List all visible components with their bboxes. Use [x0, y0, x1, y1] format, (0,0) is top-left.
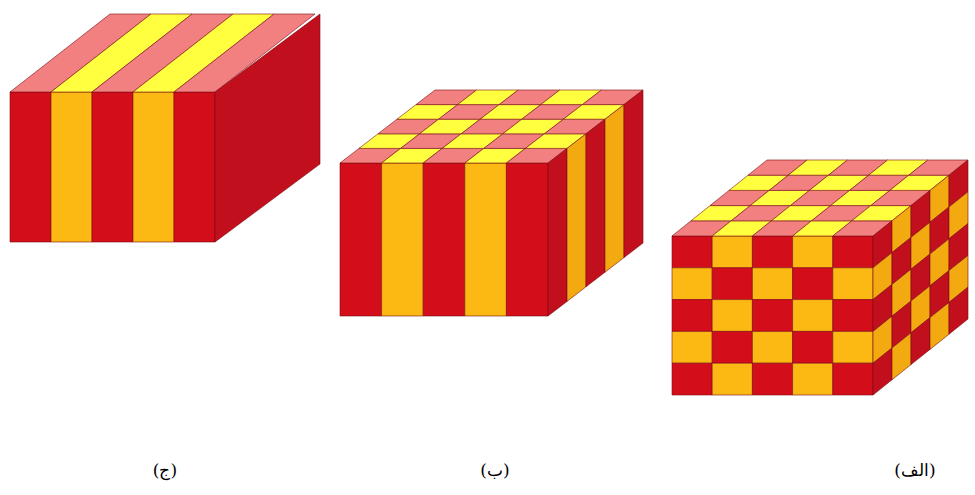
pattern-cell [793, 363, 833, 395]
pattern-cell [712, 300, 752, 332]
pattern-cell [672, 268, 712, 300]
pattern-cell [949, 287, 968, 334]
pattern-cell [833, 300, 873, 332]
pattern-cell [793, 300, 833, 332]
figure-label: (الف) [894, 460, 935, 480]
pattern-cell [465, 163, 507, 316]
pattern-cell [624, 90, 643, 258]
pattern-cell [793, 268, 833, 300]
pattern-cell [672, 363, 712, 395]
pattern-cell [833, 331, 873, 363]
pattern-cell [586, 119, 605, 287]
pattern-cell [911, 318, 930, 365]
pattern-cell [712, 331, 752, 363]
pattern-cell [340, 163, 382, 316]
striped-side-face [548, 90, 643, 316]
pattern-cell [752, 236, 792, 268]
pattern-cell [793, 331, 833, 363]
striped-front-face [340, 163, 548, 316]
pattern-cell [752, 268, 792, 300]
pattern-cell [133, 92, 174, 242]
pattern-cell [605, 105, 624, 273]
pattern-cell [752, 331, 792, 363]
pattern-cell [10, 92, 51, 242]
pattern-cell [548, 148, 567, 316]
pattern-cell [92, 92, 133, 242]
plain-side-face [215, 14, 320, 242]
pattern-cell [930, 302, 949, 349]
pattern-cell [51, 92, 92, 242]
checker-side-face [873, 160, 968, 395]
pattern-cell [752, 300, 792, 332]
pattern-cell [506, 163, 548, 316]
pattern-cell [833, 236, 873, 268]
pattern-cell [215, 14, 320, 242]
pattern-cell [833, 363, 873, 395]
pattern-cell [712, 268, 752, 300]
pattern-cell [873, 348, 892, 395]
figure-label: (ج) [153, 460, 177, 480]
pattern-cell [382, 163, 424, 316]
pattern-cell [423, 163, 465, 316]
pattern-cell [672, 331, 712, 363]
checker-front-face [672, 236, 873, 395]
pattern-cell [712, 236, 752, 268]
pattern-cell [712, 363, 752, 395]
pattern-cell [567, 134, 586, 302]
pattern-cell [174, 92, 215, 242]
pattern-cell [833, 268, 873, 300]
pattern-cell [793, 236, 833, 268]
figure-label: (ب) [480, 460, 509, 480]
pattern-cell [672, 300, 712, 332]
striped-front-face [10, 92, 215, 242]
pattern-cell [672, 236, 712, 268]
pattern-cell [892, 333, 911, 380]
pattern-cell [752, 363, 792, 395]
